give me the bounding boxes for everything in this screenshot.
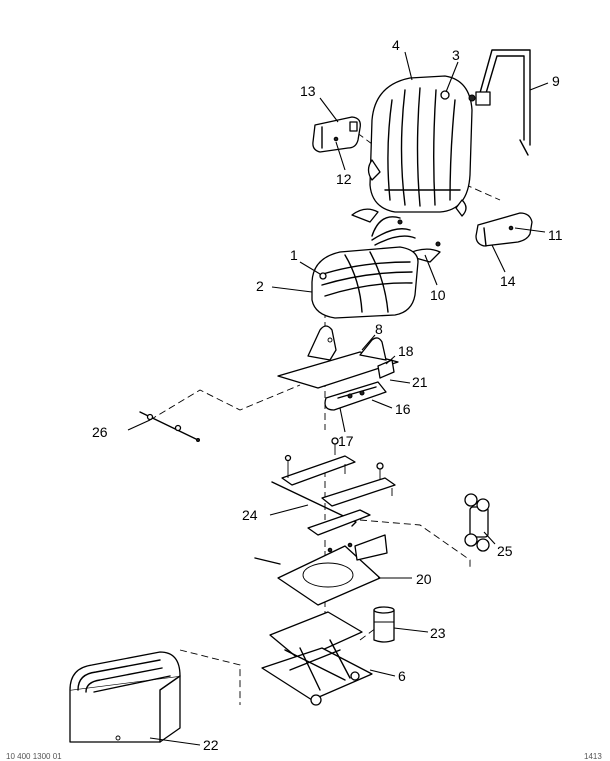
- air-spring: [373, 606, 395, 643]
- seat-slide-frame: [277, 325, 399, 411]
- callout-24: 24: [242, 507, 258, 523]
- headrest-plug: [440, 90, 450, 100]
- swivel-plate: [254, 509, 388, 606]
- suspension-mechanism: [261, 611, 373, 706]
- callout-9: 9: [552, 73, 560, 89]
- callout-11: 11: [548, 227, 563, 243]
- callout-21: 21: [412, 374, 428, 390]
- grab-handle: [468, 49, 531, 156]
- callout-2: 2: [256, 278, 264, 294]
- seat-back: [367, 75, 473, 217]
- left-armrest: [312, 116, 361, 153]
- callout-26: 26: [92, 424, 108, 440]
- callout-labels: 4 3 9 13 12 11 14 10 1 2 8 18 21 16 17 2…: [92, 37, 563, 753]
- callout-23: 23: [430, 625, 446, 641]
- callout-8: 8: [375, 321, 383, 337]
- callout-10: 10: [430, 287, 446, 303]
- callout-18: 18: [398, 343, 414, 359]
- mounting-brackets: [271, 437, 396, 527]
- right-armrest: [475, 212, 533, 247]
- callout-4: 4: [392, 37, 400, 53]
- callout-3: 3: [452, 47, 460, 63]
- suspension-cover: [69, 651, 181, 743]
- shock-absorber: [464, 493, 490, 552]
- callout-22: 22: [203, 737, 219, 753]
- callout-20: 20: [416, 571, 432, 587]
- callout-13: 13: [300, 83, 316, 99]
- callout-14: 14: [500, 273, 516, 289]
- callout-12: 12: [336, 171, 352, 187]
- figure-code-right: 1413: [584, 752, 602, 761]
- leader-lines: [127, 51, 549, 746]
- callout-16: 16: [395, 401, 411, 417]
- callout-1: 1: [290, 247, 298, 263]
- callout-17: 17: [338, 433, 354, 449]
- callout-25: 25: [497, 543, 513, 559]
- release-cable: [139, 411, 200, 442]
- callout-6: 6: [398, 668, 406, 684]
- seat-cushion: [311, 246, 419, 319]
- figure-code-left: 10 400 1300 01: [6, 752, 62, 761]
